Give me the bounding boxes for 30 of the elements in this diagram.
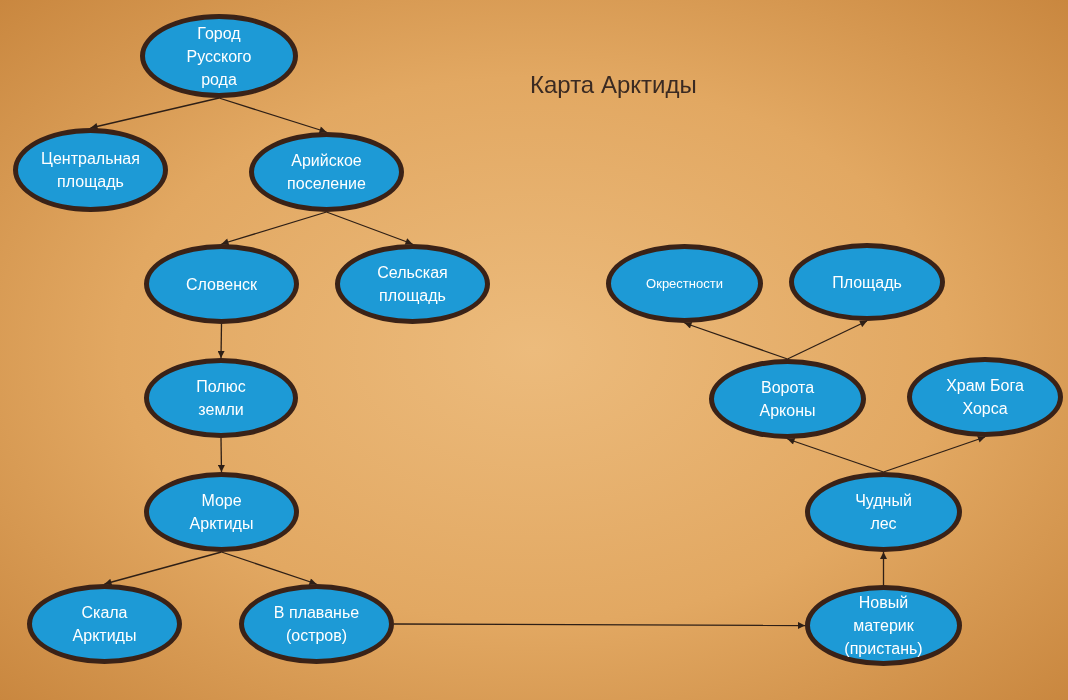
- node-label: Сельская площадь: [376, 263, 449, 306]
- arrow: [786, 437, 885, 473]
- arrow: [393, 621, 806, 629]
- node-label: Полюс земли: [195, 377, 247, 420]
- diagram-title: Карта Арктиды: [530, 70, 697, 100]
- arrow: [217, 437, 225, 473]
- node-label: Арийское поселение: [286, 151, 367, 194]
- arrow: [218, 97, 328, 134]
- node-label: Скала Арктиды: [71, 603, 138, 646]
- node-label: Город Русского рода: [185, 23, 253, 90]
- arrow: [103, 551, 223, 586]
- node-label: Центральная площадь: [40, 149, 141, 192]
- arrow: [880, 551, 887, 586]
- node-label: Площадь: [832, 272, 902, 293]
- node-label: Новый материк (пристань): [843, 593, 924, 659]
- arrow: [786, 320, 868, 360]
- node-label: Ворота Арконы: [758, 378, 817, 421]
- arrow: [220, 211, 328, 246]
- arrow: [89, 97, 220, 130]
- arrow: [325, 211, 414, 245]
- arrow: [683, 322, 789, 360]
- node-label: Чудный лес: [854, 491, 913, 534]
- node-label: Словенск: [186, 274, 257, 295]
- node-label: В плаванье (остров): [272, 603, 361, 646]
- node-label: Море Арктиды: [188, 491, 255, 534]
- arrow: [882, 435, 986, 473]
- arrow: [220, 551, 318, 586]
- node-label: Храм Бога Хорса: [945, 376, 1025, 419]
- arrow: [217, 323, 225, 359]
- node-label: Окрестности: [646, 274, 723, 293]
